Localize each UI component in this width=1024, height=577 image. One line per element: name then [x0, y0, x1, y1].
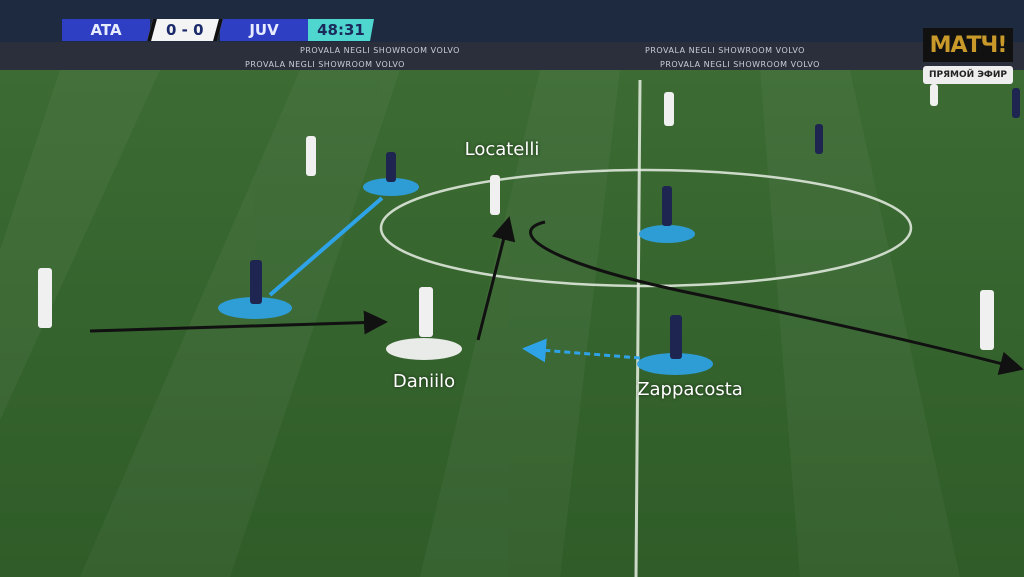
score: 0 - 0 — [147, 19, 223, 41]
ad-board: PROVALA NEGLI SHOWROOM VOLVO — [645, 46, 805, 55]
center-circle — [379, 168, 913, 288]
player-label-locatelli: Locatelli — [464, 139, 540, 160]
highlight-atalanta — [218, 297, 292, 319]
mow-stripes — [0, 70, 960, 577]
home-team: ATA — [62, 19, 150, 41]
live-badge: ПРЯМОЙ ЭФИР — [923, 66, 1013, 84]
halfway-line — [634, 79, 642, 577]
away-team: JUV — [220, 19, 308, 41]
highlight-atalanta — [363, 178, 419, 196]
broadcaster-logo: МАТЧ! — [923, 28, 1013, 62]
players — [38, 84, 1020, 359]
pass-line-blue — [268, 196, 384, 297]
pass-arrow-locatelli — [476, 216, 516, 341]
ad-board-strip — [0, 42, 1024, 70]
run-arrow — [89, 310, 388, 335]
press-arrow-dashed — [522, 338, 641, 363]
match-clock: 48:31 — [308, 19, 374, 41]
highlight-atalanta — [639, 225, 695, 243]
ad-board: PROVALA NEGLI SHOWROOM VOLVO — [245, 60, 405, 69]
highlight-daniilo — [386, 338, 462, 360]
curved-run-arrow — [529, 220, 1024, 376]
player-label-zappacosta: Zappacosta — [637, 379, 743, 400]
scoreboard: ATA 0 - 0 JUV 48:31 — [62, 19, 374, 41]
pitch — [0, 70, 1024, 577]
player-label-daniilo: Daniilo — [392, 371, 456, 392]
ad-board: PROVALA NEGLI SHOWROOM VOLVO — [300, 46, 460, 55]
highlight-zappacosta — [637, 353, 713, 375]
ad-board: PROVALA NEGLI SHOWROOM VOLVO — [660, 60, 820, 69]
